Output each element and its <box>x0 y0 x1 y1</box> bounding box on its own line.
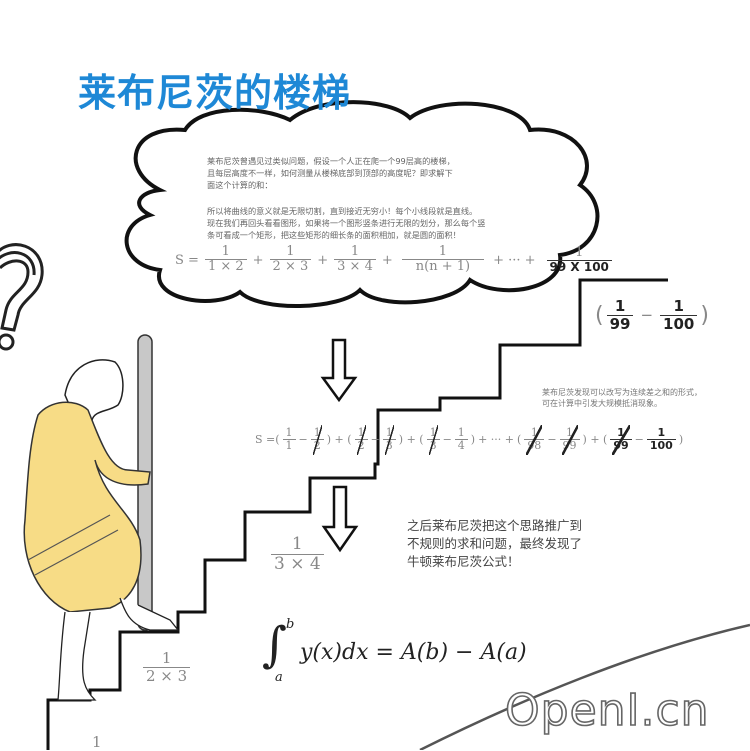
telescoping-note: 莱布尼茨发现可以改写为连续差之和的形式， 可在计算中引发大规模抵消现象。 <box>542 387 702 409</box>
plus-sign: + <box>252 252 264 268</box>
plus-sign: + <box>317 252 329 268</box>
leibniz-figure <box>23 334 180 701</box>
ellipsis: + ··· + <box>478 433 515 447</box>
page-title: 莱布尼茨的楼梯 <box>78 71 352 115</box>
integral-sign: ∫ <box>262 617 288 673</box>
thought-cloud <box>124 100 600 308</box>
question-mark-icon <box>0 243 44 351</box>
formula-lhs: S = <box>255 433 276 447</box>
integral-lower-limit: a <box>275 670 283 685</box>
cloud-paragraph-2: 所以将曲线的意义就是无限切割，直到接近无穷小！每个小线段就是直线。 现在我们再回… <box>207 205 485 241</box>
text-line: 莱布尼茨曾遇见过类似问题，假设一个人正在爬一个99层高的楼梯， <box>207 156 455 166</box>
arrow-down-icon <box>320 338 358 403</box>
text-line: 且每层高度不一样，如何测量从楼梯底部到顶部的高度呢？即求解下 <box>207 168 453 178</box>
text-line: 面这个计算的和： <box>207 180 273 190</box>
cloud-paragraph-1: 莱布尼茨曾遇见过类似问题，假设一个人正在爬一个99层高的楼梯， 且每层高度不一样… <box>207 155 455 191</box>
conclusion-text: 之后莱布尼茨把这个思路推广到 不规则的求和问题，最终发现了 牛顿莱布尼茨公式！ <box>407 517 582 571</box>
paren: ) <box>700 302 709 328</box>
step-label-1x2: 1 <box>92 733 102 751</box>
staircase <box>46 278 668 750</box>
text-line: 可在计算中引发大规模抵消现象。 <box>542 399 662 408</box>
text-line: 不规则的求和问题，最终发现了 <box>407 536 583 551</box>
decorative-curve <box>419 623 750 750</box>
text-line: 所以将曲线的意义就是无限切割，直到接近无穷小！每个小线段就是直线。 <box>207 206 478 216</box>
text-line: 现在我们再回头看看图形，如果将一个图形竖条进行无限的划分，那么每个竖 <box>207 218 486 228</box>
paren: ( <box>595 302 604 328</box>
text-line: 牛顿莱布尼茨公式！ <box>407 554 520 569</box>
plus-sign: + <box>381 252 393 268</box>
integral-body: y(x)dx = A(b) − A(a) <box>300 640 527 665</box>
integral-upper-limit: b <box>286 617 295 632</box>
formula-lhs: S = <box>175 252 199 268</box>
text-line: 莱布尼茨发现可以改写为连续差之和的形式， <box>542 388 702 397</box>
watermark: OpenI.cn <box>504 684 710 737</box>
text-line: 之后莱布尼茨把这个思路推广到 <box>407 518 583 533</box>
arrow-down-icon-2 <box>321 485 359 553</box>
ellipsis: + ··· + <box>493 252 536 268</box>
text-line: 条可看成一个矩形，把这些矩形的细长条的面积相加，就是圆的面积！ <box>207 230 461 240</box>
minus-sign: − <box>640 306 654 325</box>
